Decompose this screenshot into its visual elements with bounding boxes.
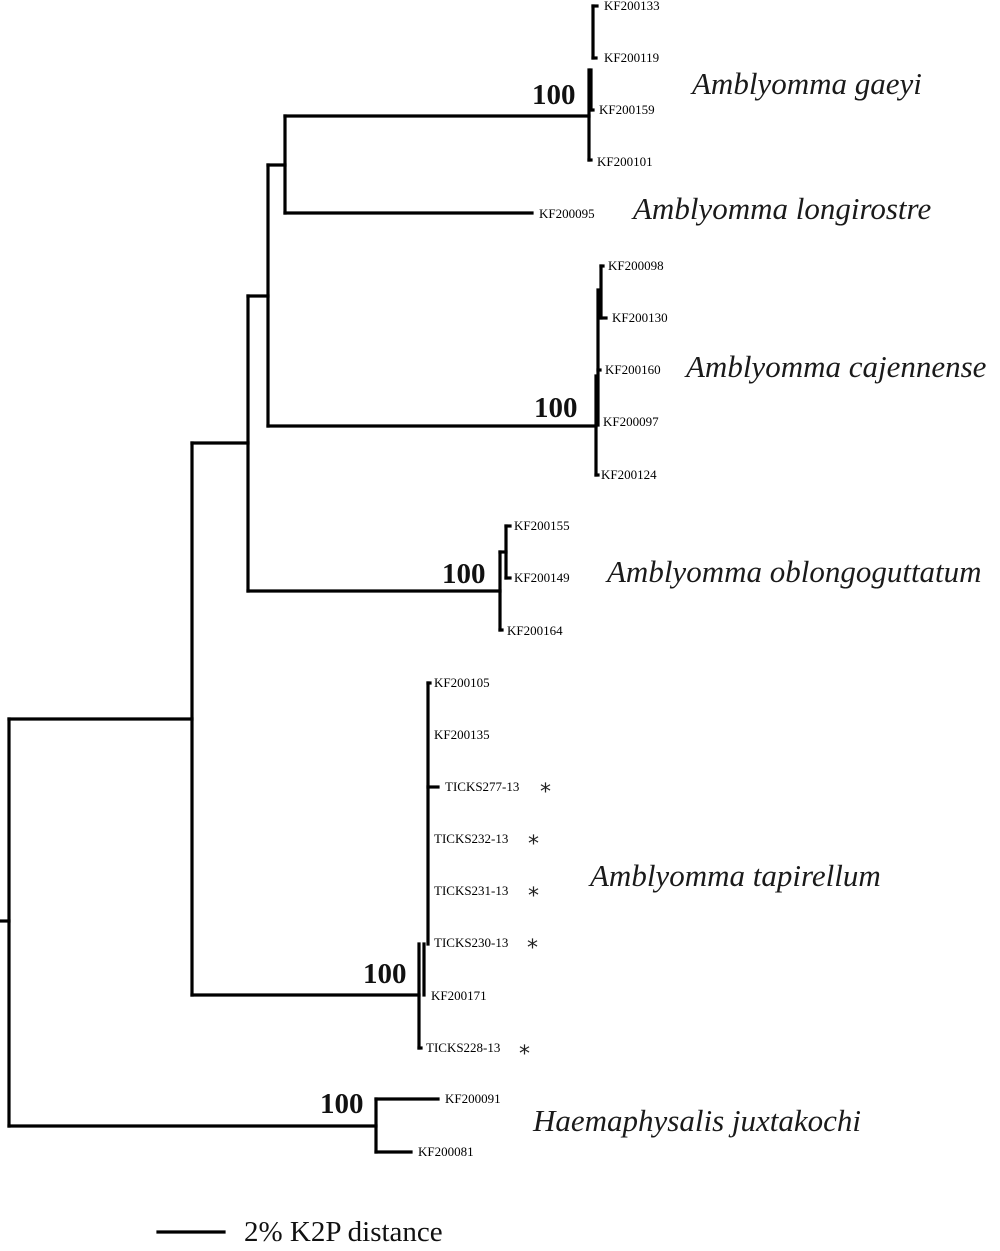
leaf-label: KF200159	[599, 102, 655, 117]
leaf-label: TICKS230-13	[434, 935, 508, 950]
leaf-label: KF200101	[597, 154, 653, 169]
leaf-label: TICKS232-13	[434, 831, 508, 846]
leaf-label: KF200095	[539, 206, 595, 221]
leaf-label: TICKS277-13	[445, 779, 519, 794]
leaf-label: KF200081	[418, 1144, 474, 1159]
marker-asterisk: *	[519, 1042, 530, 1067]
leaf-label: KF200155	[514, 518, 570, 533]
leaf-label: TICKS231-13	[434, 883, 508, 898]
support-value: 100	[320, 1088, 364, 1120]
leaf-label: KF200098	[608, 258, 664, 273]
species-label-oblongoguttatum: Amblyomma oblongoguttatum	[605, 554, 982, 589]
leaf-label: KF200130	[612, 310, 668, 325]
support-value: 100	[534, 392, 578, 424]
support-value: 100	[532, 79, 576, 111]
species-label-tapirellum: Amblyomma tapirellum	[588, 858, 881, 893]
marker-asterisk: *	[528, 884, 539, 909]
marker-asterisk: *	[528, 832, 539, 857]
leaf-label: KF200124	[601, 467, 657, 482]
leaf-label: KF200097	[603, 414, 659, 429]
species-label-longirostre: Amblyomma longirostre	[631, 191, 931, 226]
marker-asterisk: *	[540, 780, 551, 805]
leaf-label: KF200105	[434, 675, 490, 690]
leaf-label: KF200133	[604, 0, 660, 13]
marker-asterisk: *	[527, 936, 538, 961]
species-label-juxtakochi: Haemaphysalis juxtakochi	[532, 1103, 861, 1138]
leaf-label: KF200119	[604, 50, 659, 65]
leaf-label: KF200149	[514, 570, 570, 585]
leaf-label: KF200091	[445, 1091, 501, 1106]
species-label-cajennense: Amblyomma cajennense	[684, 349, 987, 384]
leaf-label: KF200135	[434, 727, 490, 742]
leaf-label: KF200171	[431, 988, 487, 1003]
leaf-label: TICKS228-13	[426, 1040, 500, 1055]
leaf-label: KF200160	[605, 362, 661, 377]
support-value: 100	[442, 558, 486, 590]
support-value: 100	[363, 958, 407, 990]
scale-bar-label: 2% K2P distance	[244, 1216, 443, 1248]
leaf-label: KF200164	[507, 623, 563, 638]
species-label-gaeyi: Amblyomma gaeyi	[690, 66, 922, 101]
